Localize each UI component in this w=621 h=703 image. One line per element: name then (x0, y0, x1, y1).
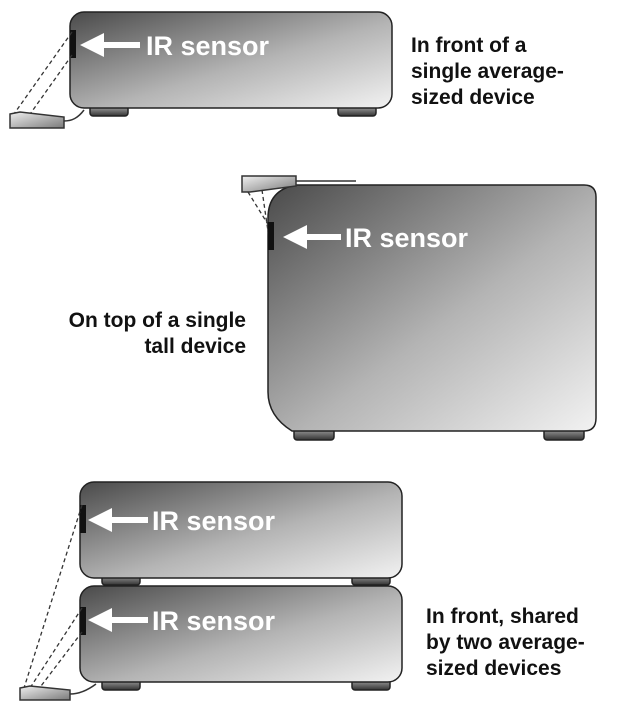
ir-sensor-label: IR sensor (152, 506, 276, 536)
device-body (69, 11, 393, 109)
caption-front-single: In front of a single average- sized devi… (411, 34, 564, 109)
arrow-icon (80, 33, 140, 57)
caption-top-tall: On top of a single tall device (68, 309, 246, 358)
caption-front-shared: In front, shared by two average- sized d… (426, 605, 585, 680)
device-body (267, 184, 597, 432)
ir-sensor-label: IR sensor (152, 606, 276, 636)
ir-sensor-window (80, 505, 86, 533)
ir-sensor-label: IR sensor (345, 223, 469, 253)
scene-top-tall: IR sensor (241, 175, 597, 441)
ir-emitter (9, 109, 85, 129)
ir-emitter (241, 175, 297, 193)
ir-sensor-window (70, 30, 76, 58)
arrow-icon (88, 508, 148, 532)
ir-sensor-window (80, 607, 86, 635)
ir-emitter (19, 683, 97, 701)
arrow-icon (88, 608, 148, 632)
ir-sensor-window (268, 222, 274, 250)
ir-beam (23, 504, 83, 691)
ir-beam (13, 31, 73, 118)
scene-front-shared: IR sensor IR sensor (19, 481, 403, 701)
ir-sensor-label: IR sensor (146, 31, 270, 61)
ir-beam (247, 189, 271, 246)
scene-front-single: IR sensor (9, 11, 393, 129)
arrow-icon (283, 225, 341, 249)
